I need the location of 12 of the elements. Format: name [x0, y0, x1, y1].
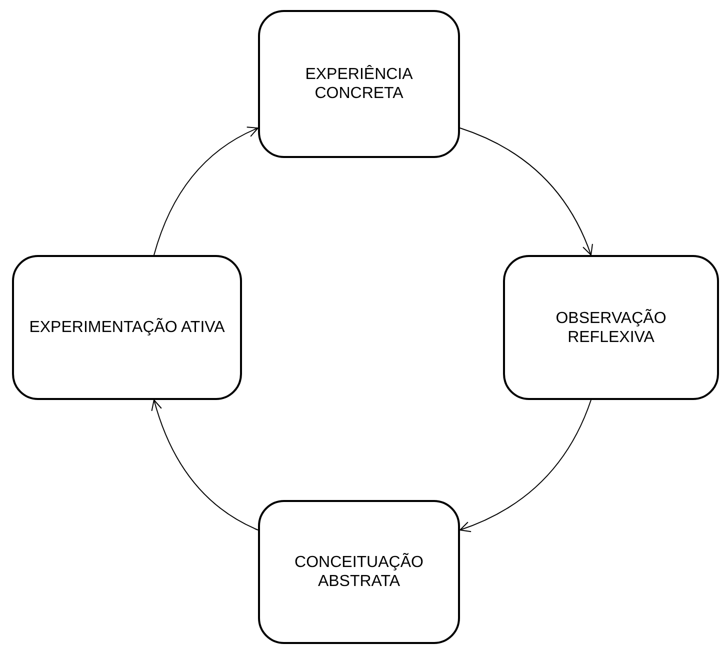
node-label: EXPERIÊNCIA CONCRETA: [304, 65, 414, 103]
node-label: CONCEITUAÇÃO ABSTRATA: [294, 553, 424, 591]
curved-arrow: [152, 400, 258, 530]
curved-arrow: [460, 400, 592, 532]
process-box: [503, 255, 719, 400]
curved-arrow: [154, 127, 258, 256]
process-box: [258, 500, 460, 644]
node-label: OBSERVAÇÃO REFLEXIVA: [554, 308, 668, 346]
process-box: [258, 10, 460, 158]
process-box: [12, 255, 242, 400]
curved-arrow: [460, 128, 593, 256]
node-label: EXPERIMENTAÇÃO ATIVA: [28, 318, 226, 337]
